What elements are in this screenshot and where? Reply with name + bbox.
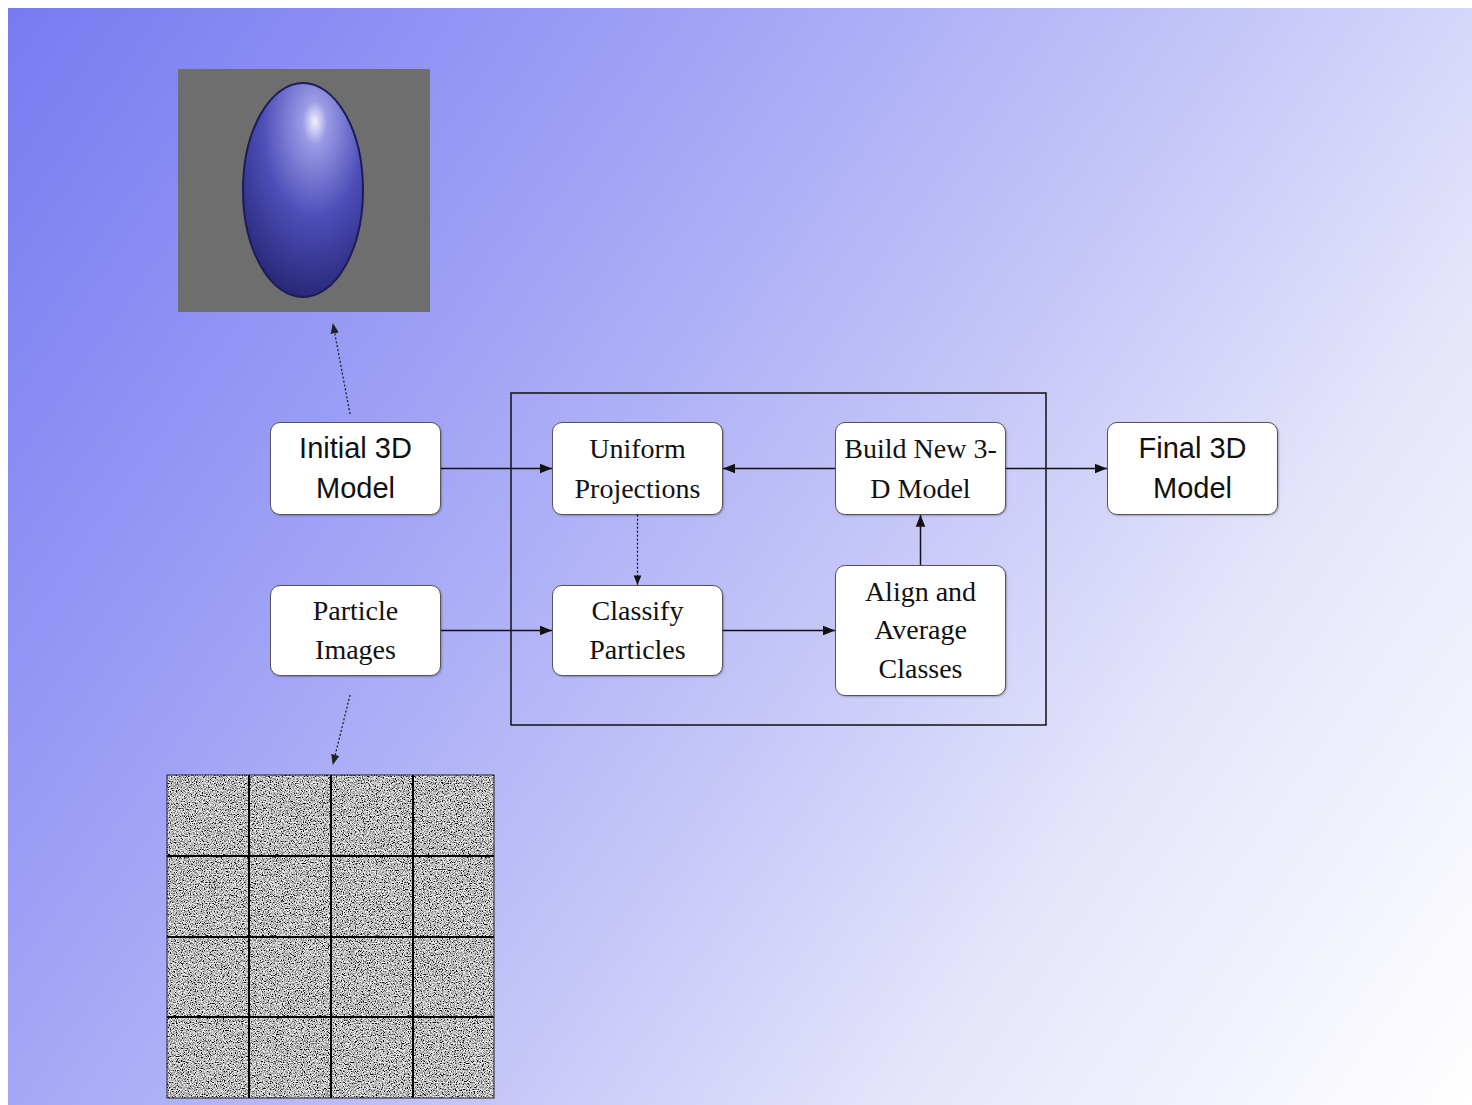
flow-arrow bbox=[920, 515, 922, 565]
process-box: Align and Average Classes bbox=[835, 565, 1006, 696]
leader-line bbox=[333, 324, 350, 414]
grid-line bbox=[167, 936, 494, 938]
particle-noise-grid bbox=[167, 775, 494, 1098]
grid-line bbox=[167, 855, 494, 857]
iteration-frame bbox=[511, 393, 1046, 725]
flow-arrow bbox=[1006, 468, 1107, 470]
dotted-arrow bbox=[637, 515, 638, 585]
leader-line bbox=[333, 695, 350, 764]
flow-arrow bbox=[441, 468, 552, 470]
grid-border bbox=[167, 775, 494, 1098]
box-label: Final 3D Model bbox=[1116, 429, 1269, 508]
particle-grid-lines bbox=[167, 775, 494, 1098]
process-box: Uniform Projections bbox=[552, 422, 723, 514]
flow-arrow bbox=[441, 630, 552, 632]
box-label: Classify Particles bbox=[561, 592, 714, 668]
box-label: Uniform Projections bbox=[561, 429, 714, 507]
process-box: Classify Particles bbox=[552, 585, 723, 676]
grid-line bbox=[167, 1016, 494, 1018]
model-picture-ground bbox=[178, 69, 430, 312]
process-box: Initial 3D Model bbox=[270, 422, 441, 515]
flow-arrow bbox=[723, 468, 835, 470]
box-label: Initial 3D Model bbox=[279, 429, 432, 508]
box-label: Particle Images bbox=[279, 592, 432, 668]
process-box: Build New 3-D Model bbox=[835, 422, 1006, 514]
box-label: Align and Average Classes bbox=[844, 573, 997, 687]
process-box: Final 3D Model bbox=[1107, 422, 1278, 515]
ellipsoid-model bbox=[243, 83, 363, 297]
flow-arrow bbox=[723, 630, 835, 632]
box-label: Build New 3-D Model bbox=[844, 429, 997, 507]
process-box: Particle Images bbox=[270, 585, 441, 676]
